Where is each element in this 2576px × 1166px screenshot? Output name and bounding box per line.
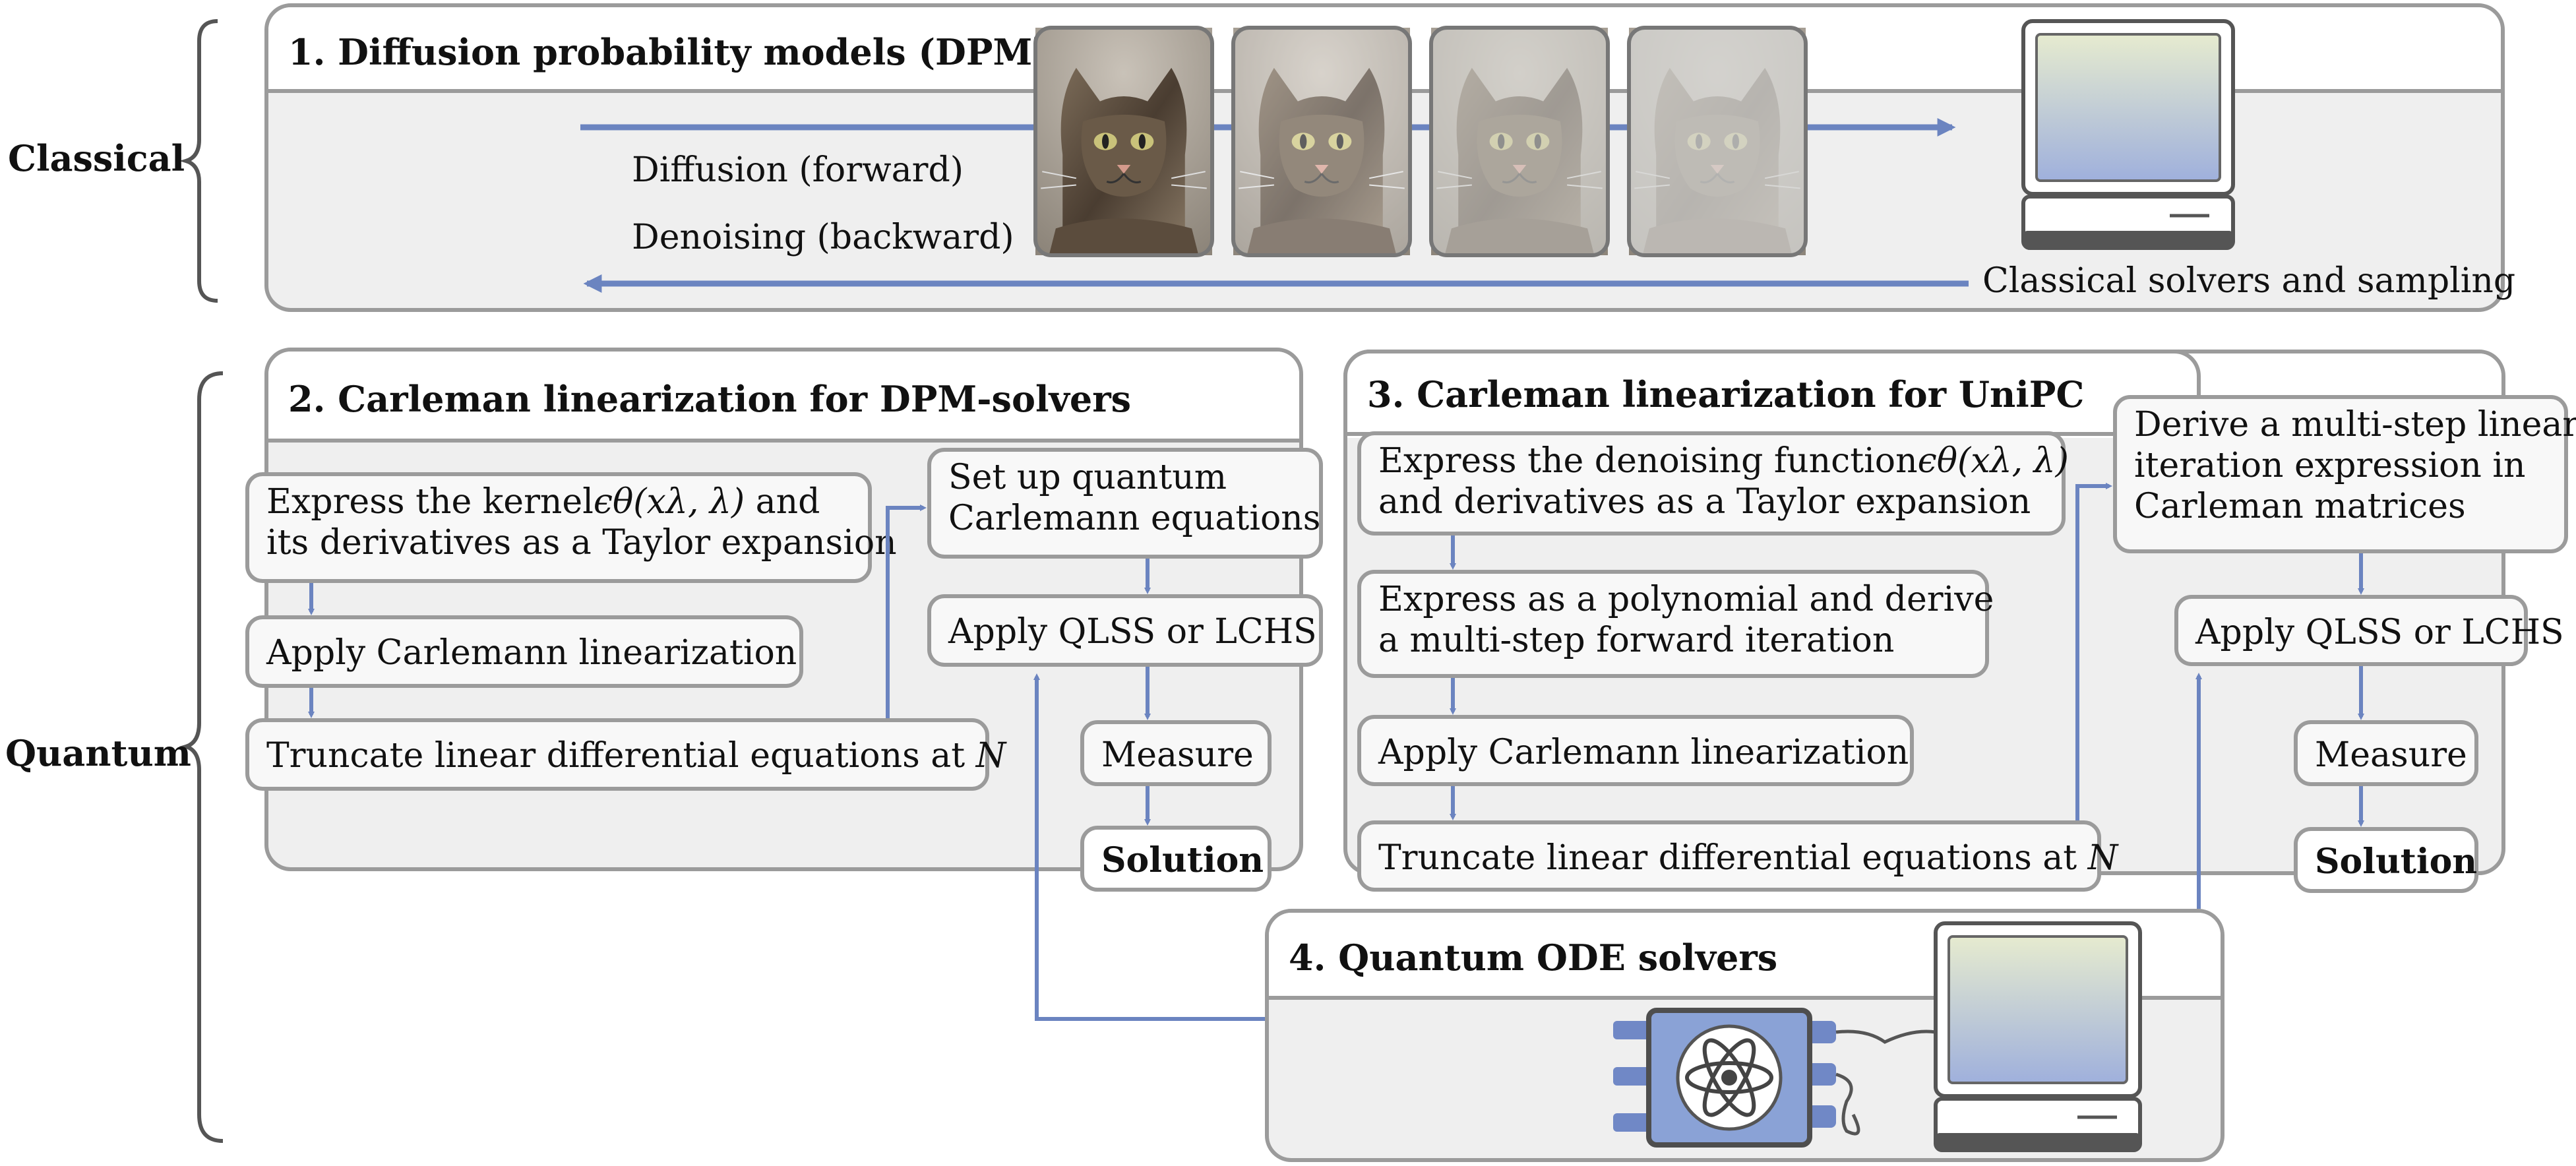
denoise-text-line2: and derivatives as a Taylor expansion [1378, 482, 2031, 522]
dpm-truncate-math: N [975, 736, 1006, 776]
setup-carleman-box: Set up quantum Carlemann equations [927, 448, 1323, 559]
unipc-truncate-box: Truncate linear differential equations a… [1357, 820, 2118, 892]
quantum-brace [179, 371, 224, 1143]
panel-quantum-ode-title: 4. Quantum ODE solvers [1289, 936, 1778, 979]
forward-label: Diffusion (forward) [632, 150, 964, 190]
panel-dpm-title: 1. Diffusion probability models (DPM) [288, 31, 1049, 73]
derive-line2: iteration expression in [2134, 446, 2526, 485]
unipc-apply-carleman-box: Apply Carlemann linearization [1357, 715, 1914, 786]
classical-solvers-label: Classical solvers and sampling [1982, 261, 2516, 301]
derive-line1: Derive a multi-step linear [2134, 405, 2576, 445]
unipc-truncate-math: N [2087, 838, 2118, 878]
denoise-taylor-box: Express the denoising functionϵθ(xλ, λ) … [1357, 431, 2069, 536]
kernel-taylor-box: Express the kernelϵθ(xλ, λ) and its deri… [245, 472, 897, 583]
setup-line2: Carlemann equations [948, 499, 1321, 538]
derive-iteration-box: Derive a multi-step linear iteration exp… [2113, 395, 2576, 553]
panel-quantum-ode: 4. Quantum ODE solvers [1265, 909, 2224, 1162]
backward-label: Denoising (backward) [632, 218, 1014, 257]
dpm-measure-box: Measure [1080, 720, 1272, 786]
unipc-measure-box: Measure [2294, 720, 2478, 786]
classical-side-label: Classical [8, 137, 185, 179]
denoise-math: ϵθ(xλ, λ) [1917, 441, 2069, 481]
dpm-solution-box: Solution [1080, 826, 1272, 892]
panel-unipc-tab: 3. Carleman linearization for UniPC [1343, 350, 2201, 437]
derive-line3: Carleman matrices [2134, 487, 2466, 526]
panel-unipc-title: 3. Carleman linearization for UniPC [1367, 373, 2085, 415]
dpm-truncate-box: Truncate linear differential equations a… [245, 718, 1006, 791]
unipc-qlss-box: Apply QLSS or LCHS [2174, 595, 2564, 666]
poly-line2: a multi-step forward iteration [1378, 621, 1895, 660]
dpm-apply-carleman-box: Apply Carlemann linearization [245, 615, 803, 688]
polynomial-box: Express as a polynomial and derive a mul… [1357, 570, 1994, 678]
unipc-truncate-text: Truncate linear differential equations a… [1378, 838, 2088, 878]
kernel-text-line2: its derivatives as a Taylor expansion [266, 523, 897, 563]
kernel-text-pre: Express the kernel [266, 482, 594, 522]
poly-line1: Express as a polynomial and derive [1378, 580, 1994, 619]
panel-dpm-solvers-title: 2. Carleman linearization for DPM-solver… [288, 378, 1132, 420]
unipc-solution-box: Solution [2294, 827, 2478, 893]
setup-line1: Set up quantum [948, 458, 1227, 497]
kernel-math: ϵθ(xλ, λ) [593, 482, 745, 522]
quantum-side-label: Quantum [5, 732, 191, 774]
kernel-text-post: and [745, 482, 820, 522]
classical-brace [179, 19, 218, 303]
denoise-text-pre: Express the denoising function [1378, 441, 1918, 481]
dpm-qlss-box: Apply QLSS or LCHS [927, 594, 1323, 667]
dpm-truncate-text: Truncate linear differential equations a… [266, 736, 976, 776]
